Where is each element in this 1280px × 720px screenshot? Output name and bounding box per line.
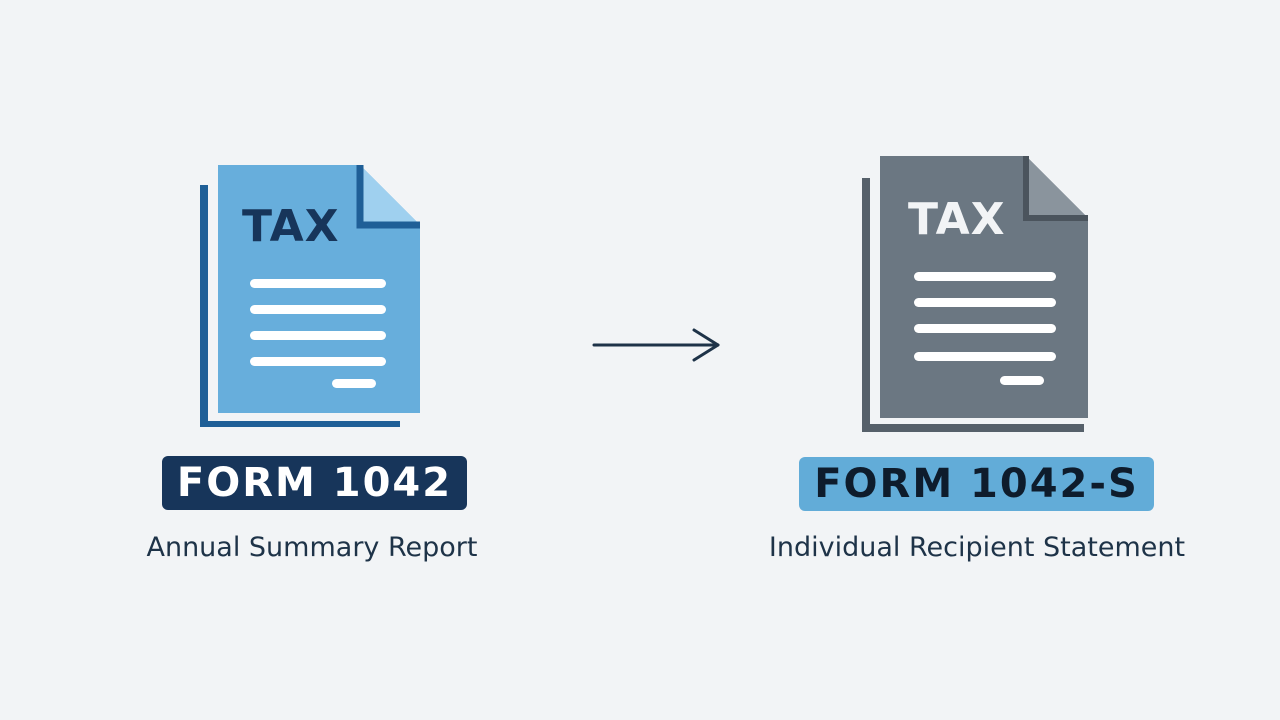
document-text-line	[914, 298, 1056, 307]
document-text-line-short	[1000, 376, 1044, 385]
document-text-line	[914, 324, 1056, 333]
document-text-line-short	[332, 379, 376, 388]
document-text-line	[250, 305, 386, 314]
arrow-right-icon	[592, 328, 720, 362]
document-text-line	[914, 352, 1056, 361]
document-text-line	[250, 331, 386, 340]
doc-tax-label: TAX	[908, 194, 1006, 245]
document-folded-corner	[360, 165, 420, 225]
doc-tax-label: TAX	[242, 201, 340, 252]
form-1042-badge: FORM 1042	[162, 456, 467, 510]
document-text-line	[250, 279, 386, 288]
tax-document-icon: TAX	[200, 165, 420, 427]
form-1042-caption: Annual Summary Report	[146, 532, 478, 563]
document-text-line	[250, 357, 386, 366]
form-1042-s-caption: Individual Recipient Statement	[768, 532, 1186, 563]
document-folded-corner	[1026, 156, 1088, 218]
form-1042-s-badge: FORM 1042-S	[799, 457, 1154, 511]
document-corner-outline	[356, 165, 420, 229]
document-text-line	[914, 272, 1056, 281]
document-corner-outline	[1023, 156, 1088, 221]
tax-document-icon: TAX	[862, 156, 1088, 432]
